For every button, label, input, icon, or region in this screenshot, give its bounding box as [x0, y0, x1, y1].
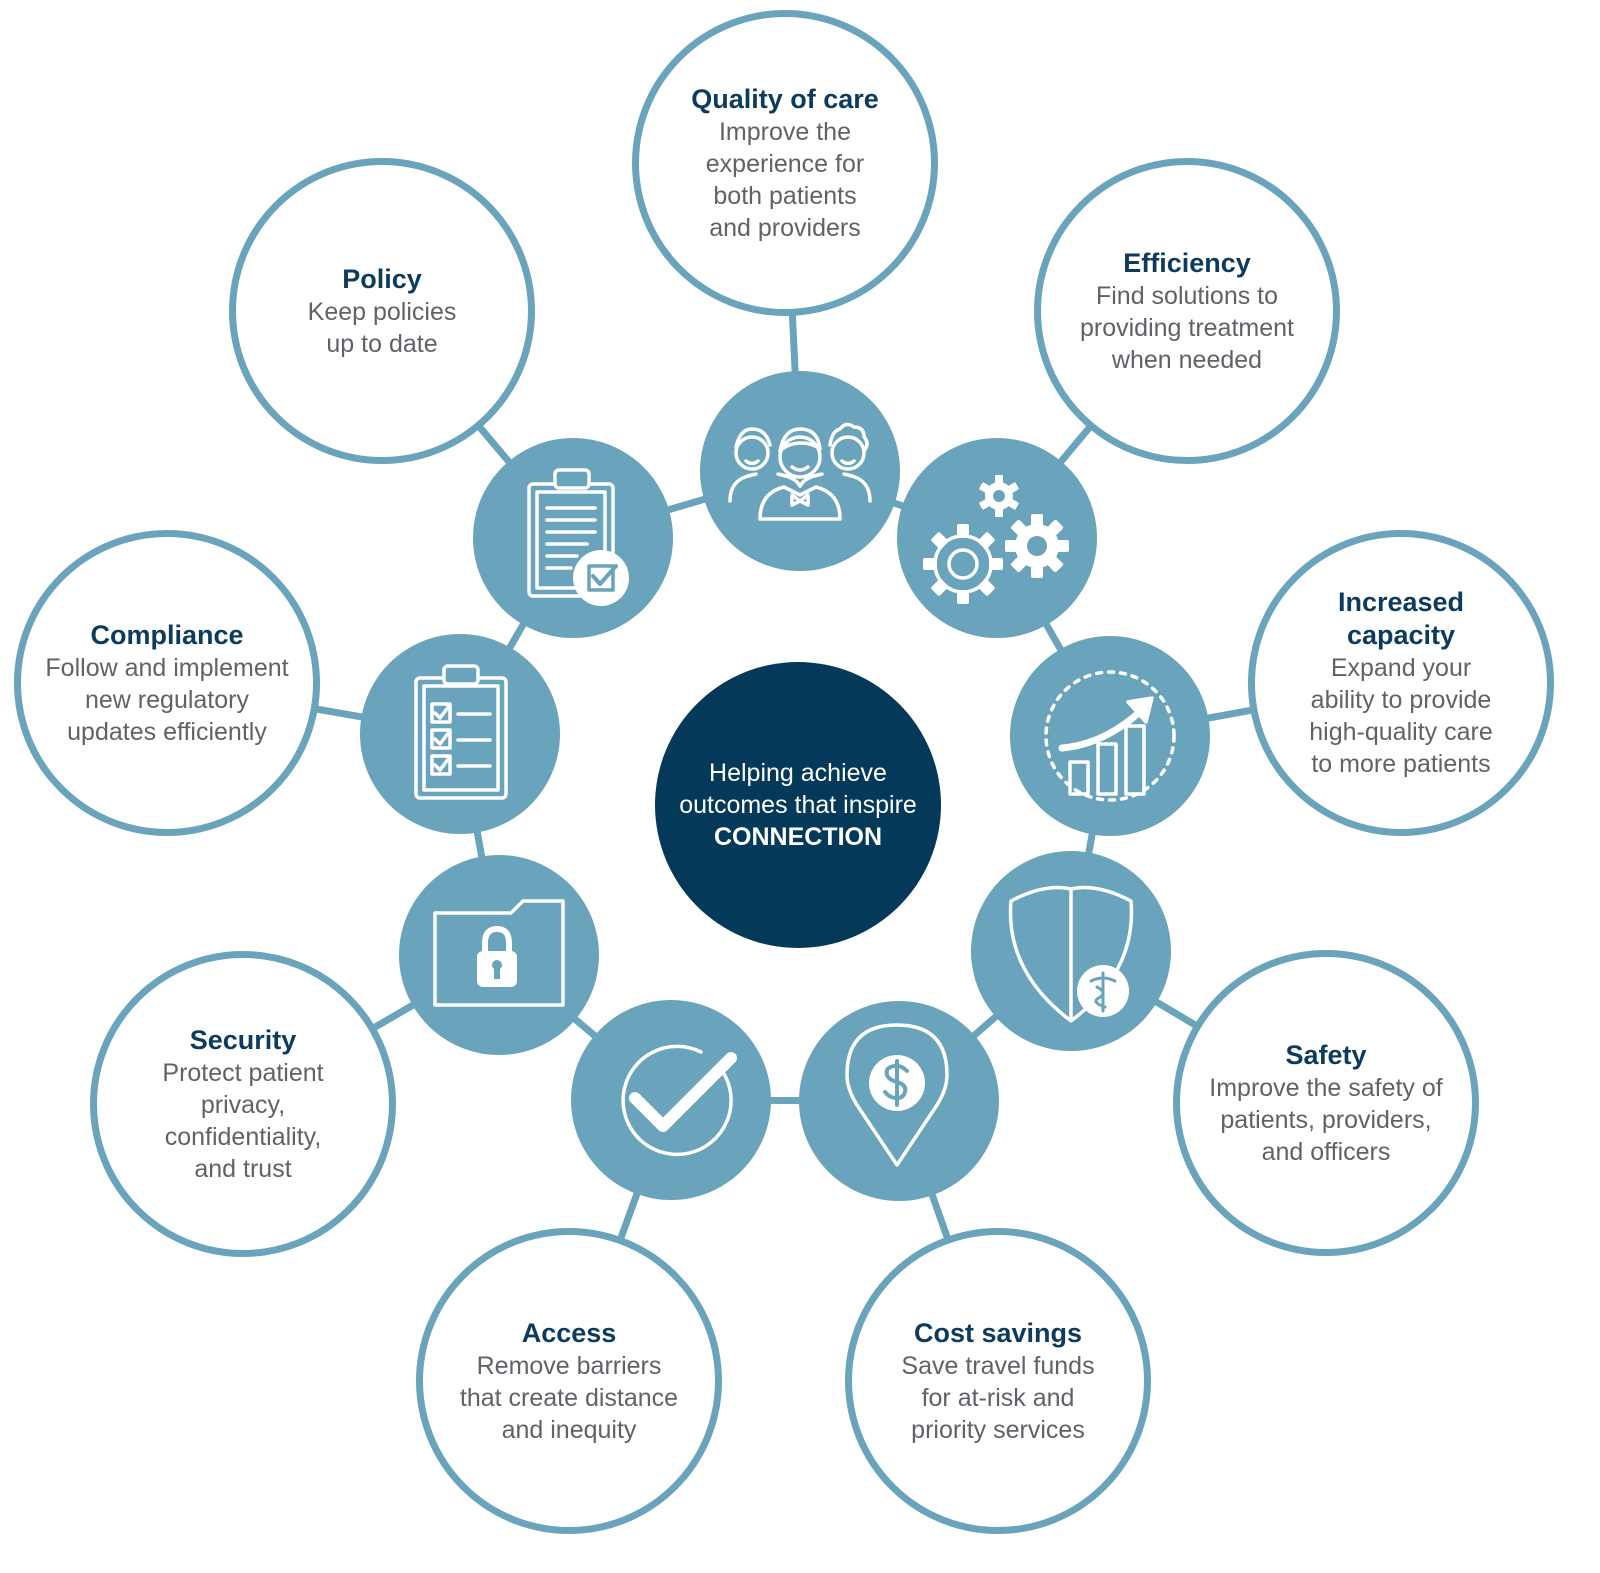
outcome-desc-line: Find solutions to: [1095, 281, 1279, 310]
outcome-desc-line: when needed: [1111, 345, 1263, 374]
dollar-location-pin-icon: [845, 1023, 949, 1167]
outcome-title-line: capacity: [1346, 620, 1456, 650]
outcome-desc-line: and officers: [1261, 1137, 1391, 1166]
outcome-cost-savings: Cost savings Save travel funds for at-ri…: [845, 1228, 1151, 1534]
outcome-desc-line: experience for: [705, 149, 865, 178]
checklist-clipboard-icon: [414, 664, 508, 800]
outcome-title: Efficiency: [1123, 247, 1251, 278]
outcome-compliance: Compliance Follow and implement new regu…: [14, 530, 320, 836]
outcome-desc-line: Improve the safety of: [1209, 1073, 1443, 1102]
outcome-desc-line: privacy,: [200, 1090, 286, 1119]
outcome-access: Access Remove barriers that create dista…: [416, 1228, 722, 1534]
medical-shield-icon: [1008, 885, 1134, 1023]
hub-efficiency: [897, 438, 1097, 638]
outcome-desc-line: Expand your: [1330, 654, 1472, 682]
people-group-icon: [728, 422, 872, 521]
outcome-policy: Policy Keep policies up to date: [229, 158, 535, 464]
outcome-desc-line: high-quality care: [1309, 718, 1493, 746]
hub-compliance: [360, 634, 560, 834]
outcome-desc-line: and inequity: [501, 1415, 637, 1444]
outcome-safety: Safety Improve the safety of patients, p…: [1173, 950, 1479, 1256]
approved-document-icon: [527, 468, 629, 606]
outcome-desc-line: confidentiality,: [164, 1122, 322, 1151]
outcome-efficiency: Efficiency Find solutions to providing t…: [1034, 158, 1340, 464]
outcome-desc-line: Keep policies: [307, 297, 457, 326]
outcome-title: Security: [189, 1024, 297, 1055]
outcome-desc-line: ability to provide: [1310, 686, 1492, 714]
outcome-desc-line: new regulatory: [85, 685, 249, 714]
outcome-desc-line: priority services: [911, 1415, 1085, 1444]
outcome-desc-line: for at-risk and: [921, 1383, 1075, 1412]
outcome-desc-line: and trust: [194, 1154, 292, 1183]
gears-icon: [923, 475, 1069, 604]
center-line-2: outcomes that inspire: [679, 791, 917, 819]
outcome-desc-line: both patients: [713, 181, 857, 210]
outcome-desc-line: Follow and implement: [45, 653, 289, 682]
outcome-desc-line: Improve the: [718, 117, 851, 146]
outcome-increased-capacity: Increased capacity Expand your ability t…: [1248, 530, 1554, 836]
outcome-title: Quality of care: [691, 83, 879, 114]
hub-quality-of-care: [700, 371, 900, 571]
center-line-3: CONNECTION: [713, 823, 883, 851]
outcome-desc-line: that create distance: [459, 1383, 679, 1412]
outcome-desc-line: Protect patient: [162, 1058, 324, 1087]
outcome-desc-line: updates efficiently: [67, 717, 267, 746]
hub-access: [571, 1000, 771, 1200]
outcome-title: Compliance: [90, 619, 244, 650]
hub-increased-capacity: [1010, 636, 1210, 836]
outcome-desc-line: Save travel funds: [901, 1351, 1095, 1380]
hub-cost-savings: [799, 1001, 999, 1201]
outcome-title-line: Increased: [1337, 587, 1465, 617]
center-line-1: Helping achieve: [709, 759, 887, 787]
outcome-title: Policy: [342, 263, 422, 294]
outcome-title: Cost savings: [913, 1317, 1083, 1348]
outcome-desc-line: providing treatment: [1079, 313, 1294, 342]
outcome-quality-of-care: Quality of care Improve the experience f…: [632, 10, 938, 316]
checkmark-icon: [621, 1044, 737, 1157]
outcome-desc-line: up to date: [326, 329, 438, 358]
outcome-title: Access: [521, 1317, 617, 1348]
outcome-security: Security Protect patient privacy, confid…: [90, 951, 396, 1257]
outcome-desc-line: and providers: [709, 213, 861, 242]
outcome-title: Safety: [1285, 1039, 1367, 1070]
outcome-desc-line: patients, providers,: [1220, 1105, 1432, 1134]
locked-folder-icon: [433, 899, 565, 1007]
outcome-desc-line: to more patients: [1311, 750, 1491, 778]
hub-safety: [971, 851, 1171, 1051]
hub-policy: [473, 438, 673, 638]
outcome-desc-line: Remove barriers: [476, 1351, 662, 1380]
growth-chart-icon: [1044, 670, 1176, 802]
hub-security: [399, 855, 599, 1055]
center-circle: Helping achieve outcomes that inspire CO…: [655, 662, 941, 948]
